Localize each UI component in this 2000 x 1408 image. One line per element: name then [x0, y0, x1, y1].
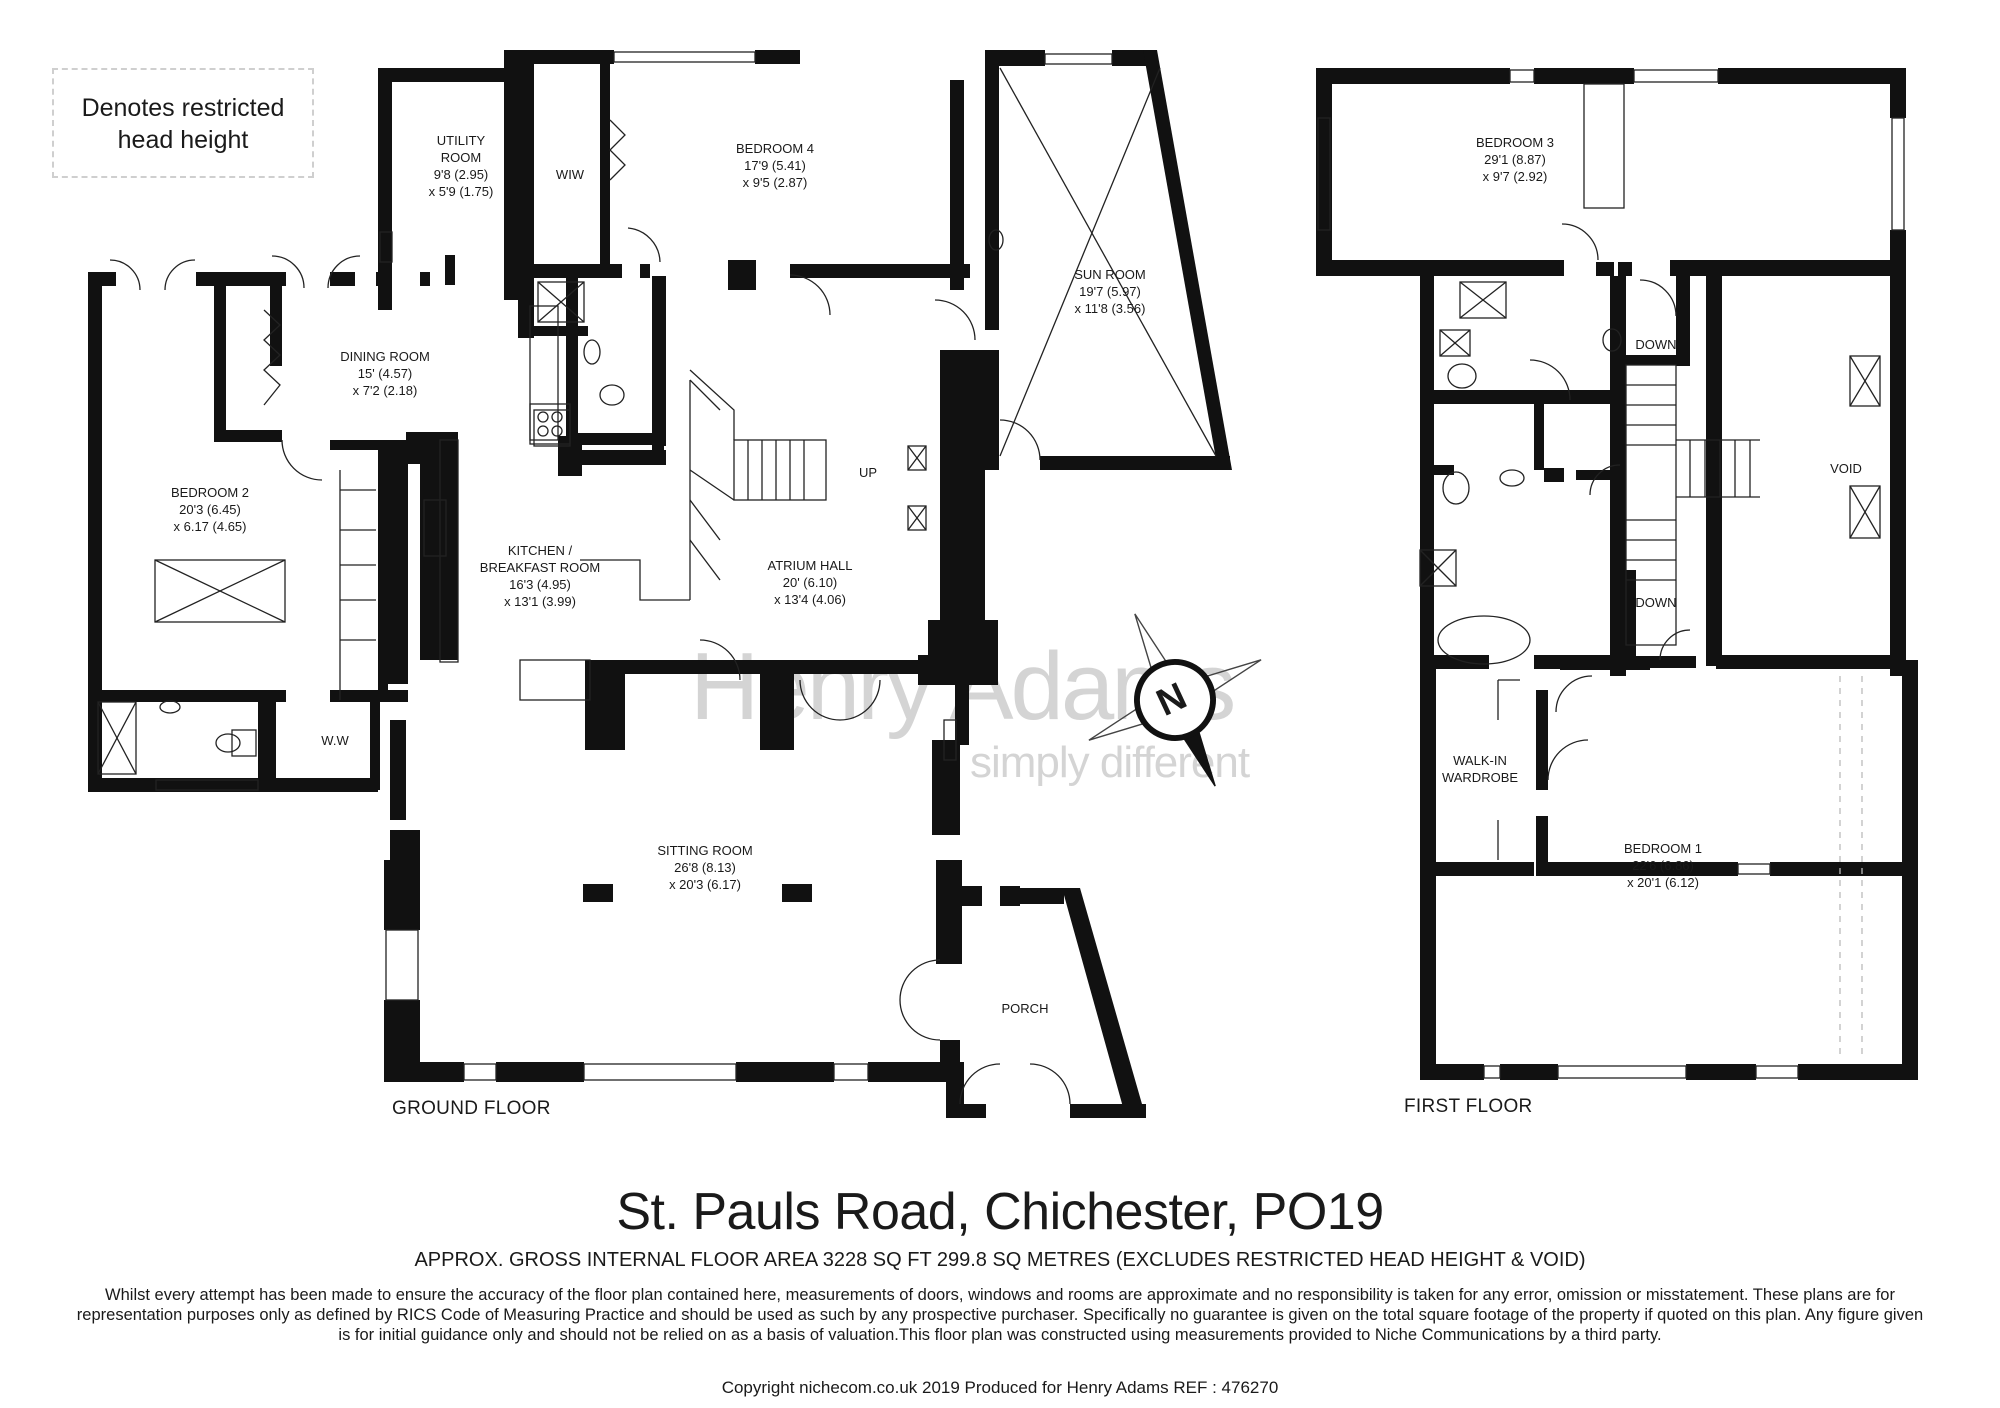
room-label-kitchen: KITCHEN /BREAKFAST ROOM 16'3 (4.95)x 13'… — [479, 543, 601, 609]
ground-floor-title: GROUND FLOOR — [392, 1098, 551, 1119]
stair-down-label-1: DOWN — [1635, 337, 1677, 352]
floor-area-summary: APPROX. GROSS INTERNAL FLOOR AREA 3228 S… — [414, 1249, 1586, 1271]
stair-down-label-2: DOWN — [1635, 595, 1677, 610]
first-floor-walls — [1316, 68, 1918, 1080]
copyright-line: Copyright nichecom.co.uk 2019 Produced f… — [721, 1378, 1279, 1397]
stair-up-label: UP — [858, 465, 878, 480]
ground-stairs — [580, 369, 827, 601]
restricted-height-legend: Denotes restricted head height — [52, 68, 314, 178]
property-address-title: St. Pauls Road, Chichester, PO19 — [616, 1183, 1384, 1241]
legend-line-1: Denotes restricted — [81, 94, 285, 122]
room-label-wiw: WIW — [555, 167, 585, 182]
legend-line-2: head height — [117, 126, 249, 154]
first-floor-details — [1317, 69, 1905, 1079]
room-label-porch: PORCH — [1001, 1001, 1049, 1016]
ground-floor-walls — [88, 50, 1232, 1118]
compass — [1088, 613, 1262, 787]
room-label-void: VOID — [1830, 461, 1862, 476]
first-floor-title: FIRST FLOOR — [1404, 1096, 1533, 1117]
room-label-ww: W.W — [321, 733, 349, 748]
ground-floor-details — [97, 51, 1217, 1105]
disclaimer-text: Whilst every attempt has been made to en… — [76, 1286, 1924, 1344]
